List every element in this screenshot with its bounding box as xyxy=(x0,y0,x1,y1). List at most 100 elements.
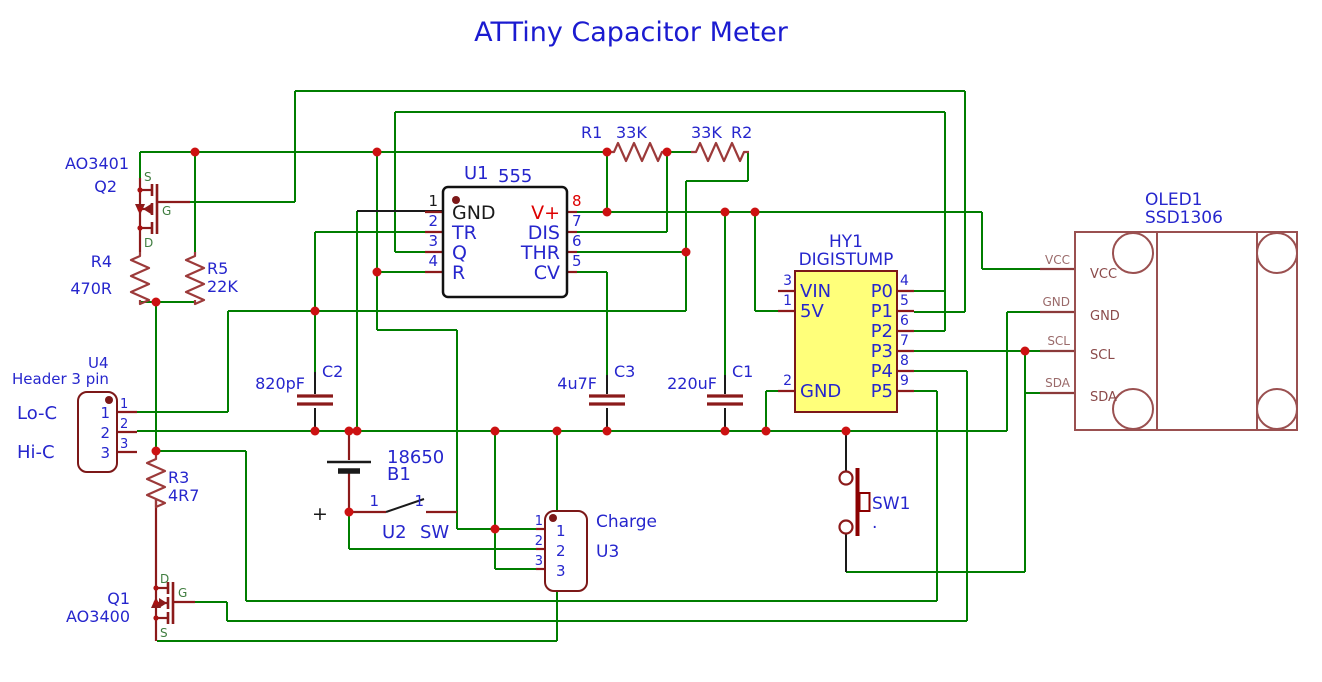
component-b1-battery xyxy=(327,460,371,474)
u3-pin-number: 3 xyxy=(556,562,566,580)
junction-dot-icon xyxy=(151,297,161,307)
q1-ref: Q1 xyxy=(107,589,130,608)
u4-net-lo-c: Lo-C xyxy=(17,403,57,424)
hy1-pin-number: 8 xyxy=(900,353,909,369)
hy1-pin-number: 1 xyxy=(783,293,792,309)
r4-ref: R4 xyxy=(91,252,112,271)
hy1-ref: HY1 xyxy=(829,232,863,252)
u4-pin-number: 3 xyxy=(100,444,110,462)
oled-ref: OLED1 xyxy=(1145,190,1203,210)
u1-pin-number: 8 xyxy=(572,192,582,210)
hy1-pin-p4: P4 xyxy=(871,361,893,382)
sw1-terminal-icon xyxy=(838,470,854,486)
u1-pin-number: 6 xyxy=(572,232,582,250)
u3-pin-number: 1 xyxy=(556,522,566,540)
junction-dot-icon xyxy=(1020,346,1030,356)
component-hy1-digistump xyxy=(794,270,898,413)
r2-ref: R2 xyxy=(731,123,752,142)
junction-dot-icon xyxy=(602,207,612,217)
c2-value: 820pF xyxy=(255,374,305,393)
oled-pin-sda: SDA xyxy=(1090,390,1117,405)
mosfet-terminal-icon xyxy=(153,600,159,606)
junction-dot-icon xyxy=(602,147,612,157)
u3-body xyxy=(544,510,588,592)
u1-pin-tr: TR xyxy=(451,222,477,244)
oled-hole-icon xyxy=(1112,388,1154,430)
u4-pin1-marker-icon xyxy=(105,396,113,404)
hy1-value: DIGISTUMP xyxy=(799,250,894,270)
component-oled1 xyxy=(1074,231,1298,431)
hy1-pin-5v: 5V xyxy=(800,301,824,322)
u1-pin-number: 3 xyxy=(428,232,438,250)
hy1-pin-vin: VIN xyxy=(800,281,831,302)
u4-pad-number: 2 xyxy=(120,417,128,432)
u4-value: Header 3 pin xyxy=(12,370,109,388)
hy1-pin-p5: P5 xyxy=(871,381,893,402)
oled-hole-icon xyxy=(1112,232,1154,274)
mosfet-arrow-icon xyxy=(159,598,167,608)
u1-pin-thr: THR xyxy=(520,242,560,264)
junction-dot-icon xyxy=(151,446,161,456)
hy1-pin-number: 2 xyxy=(783,373,792,389)
oled-body xyxy=(1074,231,1298,431)
junction-dot-icon xyxy=(372,267,382,277)
mosfet-terminal-icon xyxy=(137,206,143,212)
hy1-pin-number: 6 xyxy=(900,313,909,329)
q2-pin-d: D xyxy=(144,236,153,250)
oled-net-vcc: VCC xyxy=(1045,253,1070,267)
mosfet-terminal-icon xyxy=(137,225,143,231)
symbol-layer xyxy=(117,141,1075,641)
component-u4-header xyxy=(77,391,118,473)
u4-pad-number: 3 xyxy=(120,437,128,452)
u1-pin-r: R xyxy=(452,262,465,284)
junction-dot-icon xyxy=(681,247,691,257)
u2-ref: U2 xyxy=(382,522,407,543)
resistor-icon xyxy=(691,141,749,163)
u1-pin-number: 1 xyxy=(428,192,438,210)
resistor-icon xyxy=(609,141,667,163)
q2-value: AO3401 xyxy=(65,154,129,173)
hy1-pin-p3: P3 xyxy=(871,341,893,362)
u1-pin-number: 4 xyxy=(428,252,438,270)
junction-dot-icon xyxy=(720,426,730,436)
c1-value: 220uF xyxy=(667,374,717,393)
mosfet-terminal-icon xyxy=(153,585,159,591)
u3-value: Charge xyxy=(596,512,657,532)
u2-pin-number: 1 xyxy=(369,492,379,510)
oled-net-scl: SCL xyxy=(1047,334,1070,348)
u1-value: 555 xyxy=(498,166,532,187)
u1-ref: U1 xyxy=(464,163,489,184)
u1-pin-number: 2 xyxy=(428,212,438,230)
u2-value: SW xyxy=(420,522,449,543)
component-u3-charge xyxy=(544,510,588,592)
mosfet-terminal-icon xyxy=(137,187,143,193)
b1-ref: B1 xyxy=(387,464,411,485)
junction-dot-icon xyxy=(490,524,500,534)
sw1-button-icon xyxy=(858,492,871,512)
junction-dot-icon xyxy=(841,426,851,436)
r1-ref: R1 xyxy=(581,123,602,142)
u3-ref: U3 xyxy=(596,542,619,562)
b1-value: 18650 xyxy=(387,447,444,468)
junction-dot-icon xyxy=(490,426,500,436)
oled-net-gnd: GND xyxy=(1042,295,1070,309)
u4-pin-number: 2 xyxy=(100,424,110,442)
oled-pin-scl: SCL xyxy=(1090,348,1115,363)
junction-dot-icon xyxy=(372,147,382,157)
q1-pin-d: D xyxy=(160,572,169,586)
junction-dot-icon xyxy=(602,426,612,436)
u1-pin-number: 7 xyxy=(572,212,582,230)
oled-net-sda: SDA xyxy=(1045,376,1071,390)
hy1-pin-p0: P0 xyxy=(871,281,893,302)
q2-pin-s: S xyxy=(144,170,152,184)
junction-dot-icon xyxy=(761,426,771,436)
page-title: ATTiny Capacitor Meter xyxy=(474,17,789,48)
junction-dot-icon xyxy=(750,207,760,217)
hy1-body xyxy=(794,270,898,413)
q2-ref: Q2 xyxy=(94,177,117,196)
hy1-pin-number: 9 xyxy=(900,373,909,389)
resistor-icon xyxy=(184,252,206,306)
junction-dot-icon xyxy=(662,147,672,157)
u3-pin1-marker-icon xyxy=(549,514,557,522)
